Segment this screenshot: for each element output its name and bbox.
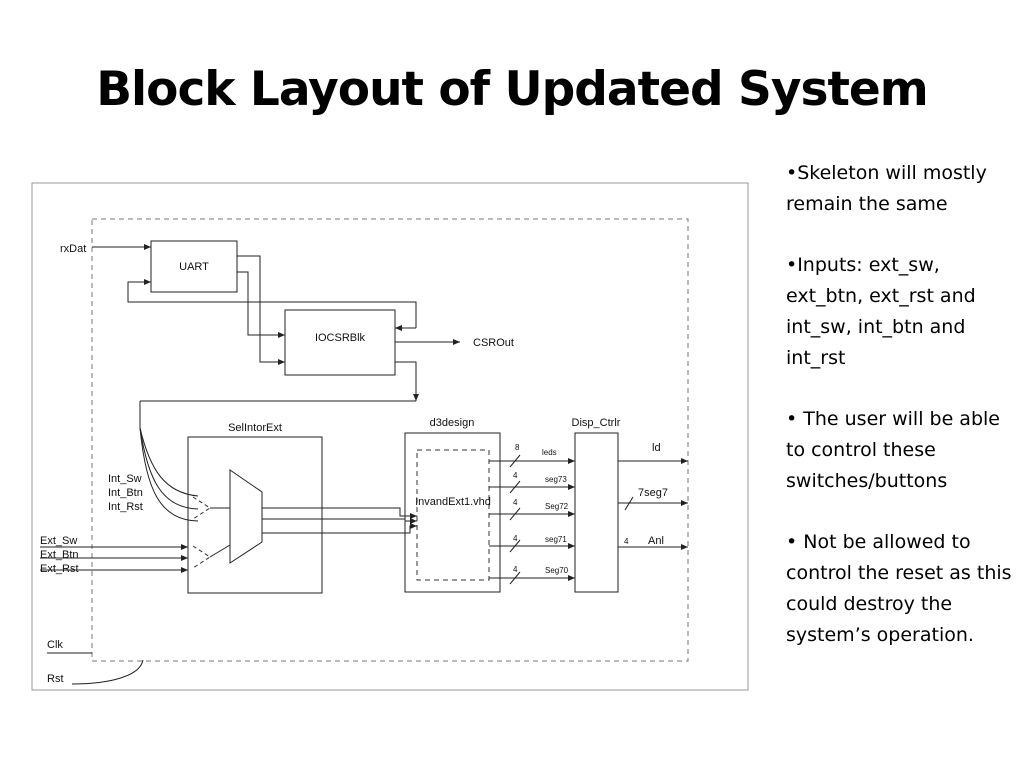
invand-block (416, 449, 490, 581)
mux-out-2 (262, 518, 417, 524)
d3design-block (404, 432, 501, 593)
rst-label: Rst (47, 673, 64, 685)
int-curve-3 (139, 427, 199, 522)
csrout-label: CSROut (473, 337, 514, 349)
bullet-item: • The user will be able to control these… (786, 408, 1000, 492)
uart-to-iocsr-1 (237, 255, 285, 365)
bus-seg72: 4 Seg72 (489, 498, 575, 521)
disp-label: Disp_Ctrlr (572, 417, 621, 429)
seg7-slash (624, 496, 634, 511)
anl-width: 4 (624, 537, 629, 546)
int-curve-1 (139, 427, 199, 497)
bus-seg73: 4 seg73 (489, 471, 575, 494)
mux-symbol (229, 469, 263, 564)
bus-leds-name: leds (542, 448, 557, 457)
bus-seg72-width: 4 (513, 498, 518, 507)
bullet-list: •Skeleton will mostly remain the same •I… (786, 158, 1014, 681)
rst-wire (71, 659, 144, 685)
wedge-ext-link (209, 544, 231, 558)
bullet-item: • Not be allowed to control the reset as… (786, 531, 1012, 646)
invand-label: InvandExt1.vhd (415, 496, 491, 508)
sel-label: SelIntorExt (228, 422, 282, 434)
bus-leds-width: 8 (515, 443, 520, 452)
bus-seg73-name: seg73 (545, 475, 567, 484)
clk-label: Clk (47, 639, 63, 651)
mux-out-3 (262, 523, 417, 534)
int-btn-label: Int_Btn (108, 487, 143, 499)
feedback-loop (127, 279, 417, 328)
slide-title: Block Layout of Updated System (96, 62, 929, 117)
outer-frame (31, 182, 749, 691)
bullet-item: •Skeleton will mostly remain the same (786, 162, 987, 215)
anl-label: Anl (648, 535, 664, 547)
mux-out-1 (262, 507, 417, 519)
d3design-label: d3design (430, 417, 475, 429)
uart-to-iocsr-2 (237, 271, 285, 338)
bus-seg71: 4 seg71 (489, 534, 575, 553)
bus-seg71-width: 4 (513, 534, 518, 543)
int-curve-2 (139, 427, 199, 510)
iocsr-to-internal (395, 361, 417, 395)
uart-label: UART (179, 261, 209, 273)
ext-btn-label: Ext_Btn (40, 549, 79, 561)
bullet-item: •Inputs: ext_sw, ext_btn, ext_rst and in… (786, 254, 976, 369)
system-boundary (91, 218, 689, 662)
seg7-label: 7seg7 (638, 487, 668, 499)
bus-leds: 8 leds (489, 443, 575, 468)
iocsr-block (284, 309, 396, 376)
rxdat-label: rxDat (60, 243, 86, 255)
iocsr-label: IOCSRBlk (315, 332, 366, 344)
int-rst-label: Int_Rst (108, 501, 143, 513)
bus-seg73-width: 4 (513, 471, 518, 480)
bus-seg72-name: Seg72 (545, 502, 569, 511)
uart-block (150, 240, 238, 293)
disp-block (574, 432, 619, 593)
ld-label: ld (652, 442, 661, 454)
int-sw-label: Int_Sw (108, 473, 142, 485)
ext-rst-label: Ext_Rst (40, 563, 79, 575)
bus-seg70-name: Seg70 (545, 566, 569, 575)
bus-seg70-width: 4 (513, 565, 518, 574)
ext-sw-label: Ext_Sw (40, 535, 77, 547)
bus-seg70: 4 Seg70 (489, 565, 575, 585)
bus-seg71-name: seg71 (545, 535, 567, 544)
